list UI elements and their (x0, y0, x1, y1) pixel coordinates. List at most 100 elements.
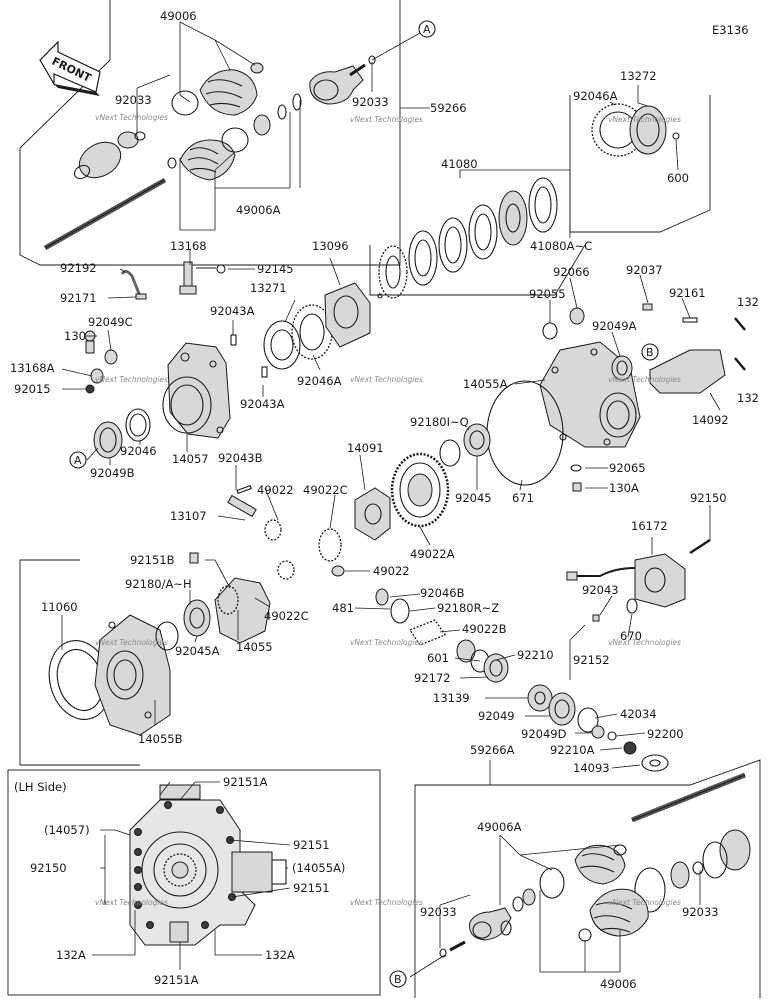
watermark-2: vNext Technologies (350, 115, 423, 124)
leader-lines (61, 21, 721, 978)
watermark-12: vNext Technologies (608, 898, 681, 907)
label-92043-mid: 92043 (582, 583, 619, 597)
label-92210: 92210 (517, 648, 554, 662)
watermark-3: vNext Technologies (608, 115, 681, 124)
label-130a: 130A (609, 481, 639, 495)
label-41080: 41080 (441, 157, 478, 171)
label-92046: 92046 (120, 444, 157, 458)
actuator-16172 (566, 538, 711, 622)
label-59266a: 59266A (470, 743, 515, 757)
diagram-frames (7, 0, 761, 998)
label-92151b: 92151B (130, 553, 175, 567)
top-right-ring-group (591, 103, 680, 157)
lh-side-view (129, 784, 287, 946)
label-92049d: 92049D (521, 727, 567, 741)
label-14091: 14091 (347, 441, 384, 455)
label-92150-lh: 92150 (30, 861, 67, 875)
label-92180-q: 92180I~Q (410, 415, 469, 429)
label-671: 671 (512, 491, 534, 505)
label-92033-top-left: 92033 (115, 93, 152, 107)
ref-a-left: A (74, 454, 82, 467)
label-14055a: 14055A (463, 377, 508, 391)
label-14055: 14055 (236, 640, 273, 654)
label-13271: 13271 (250, 281, 287, 295)
label-92200: 92200 (647, 727, 684, 741)
label-49006-bottom: 49006 (600, 977, 637, 991)
label-92180-h: 92180/A~H (125, 577, 192, 591)
watermark-9: vNext Technologies (608, 638, 681, 647)
pinion-group (375, 588, 669, 772)
label-41080a: 41080A~C (530, 239, 592, 253)
ref-b-right: B (646, 346, 654, 359)
front-driveshaft-assembly (43, 55, 376, 251)
label-16172: 16172 (631, 519, 668, 533)
label-600: 600 (667, 171, 689, 185)
label-92145: 92145 (257, 262, 294, 276)
label-14092: 14092 (692, 413, 729, 427)
label-13168: 13168 (170, 239, 207, 253)
label-481: 481 (332, 601, 354, 615)
label-49022b: 49022B (462, 622, 507, 636)
diff-housing-left (48, 552, 271, 736)
label-49022-mid: 49022 (373, 564, 410, 578)
label-14093: 14093 (573, 761, 610, 775)
label-92065: 92065 (609, 461, 646, 475)
part-labels: 49006 92033 92033 59266 49006A 13272 920… (10, 9, 759, 991)
label-92151a-bottom: 92151A (154, 973, 199, 987)
label-92045: 92045 (455, 491, 492, 505)
label-132-top: 132 (737, 295, 759, 309)
label-13107: 13107 (170, 509, 207, 523)
label-92066: 92066 (553, 265, 590, 279)
label-92055: 92055 (529, 287, 566, 301)
reference-markers: A B A B (69, 20, 659, 988)
label-92152: 92152 (573, 653, 610, 667)
diagram-code: E3136 (712, 23, 749, 37)
housing-14055a (439, 303, 746, 492)
label-92171: 92171 (60, 291, 97, 305)
label-92049: 92049 (478, 709, 515, 723)
label-92172: 92172 (414, 671, 451, 685)
label-92045a: 92045A (175, 644, 220, 658)
label-59266: 59266 (430, 101, 467, 115)
watermarks: vNext Technologies vNext Technologies vN… (95, 113, 681, 907)
label-670: 670 (620, 629, 642, 643)
label-14055b: 14055B (138, 732, 183, 746)
watermark-8: vNext Technologies (350, 638, 423, 647)
label-49006a-top: 49006A (236, 203, 281, 217)
clutch-pack (377, 177, 558, 299)
label-49022c-mid: 49022C (264, 609, 309, 623)
label-13139: 13139 (433, 691, 470, 705)
left-small-parts (84, 261, 226, 394)
label-14057: 14057 (172, 452, 209, 466)
label-92049b: 92049B (90, 466, 135, 480)
label-49006-top: 49006 (160, 9, 197, 23)
label-92046a-top: 92046A (573, 89, 618, 103)
label-92151-2: 92151 (293, 881, 330, 895)
label-601: 601 (427, 651, 449, 665)
label-92037: 92037 (626, 263, 663, 277)
label-14055a-lh: (14055A) (292, 861, 345, 875)
ring-gear-group (227, 452, 450, 580)
label-92192: 92192 (60, 261, 97, 275)
label-92049a: 92049A (592, 319, 637, 333)
label-49022-top: 49022 (257, 483, 294, 497)
rear-driveshaft-assembly (439, 772, 751, 958)
label-92033-bottom-left: 92033 (420, 905, 457, 919)
housing-14057 (93, 282, 371, 459)
label-92046b: 92046B (420, 586, 465, 600)
label-92033-bottom-right: 92033 (682, 905, 719, 919)
label-49022c-top: 49022C (303, 483, 348, 497)
label-92151-1: 92151 (293, 838, 330, 852)
label-11060: 11060 (41, 600, 78, 614)
label-92046a-mid: 92046A (297, 374, 342, 388)
label-14057-lh: (14057) (44, 823, 90, 837)
label-13272: 13272 (620, 69, 657, 83)
lh-side-label: (LH Side) (14, 780, 67, 794)
label-92161: 92161 (669, 286, 706, 300)
watermark-11: vNext Technologies (350, 898, 423, 907)
label-92043a-2: 92043A (240, 397, 285, 411)
label-132-bottom: 132 (737, 391, 759, 405)
front-arrow: FRONT (39, 40, 101, 96)
